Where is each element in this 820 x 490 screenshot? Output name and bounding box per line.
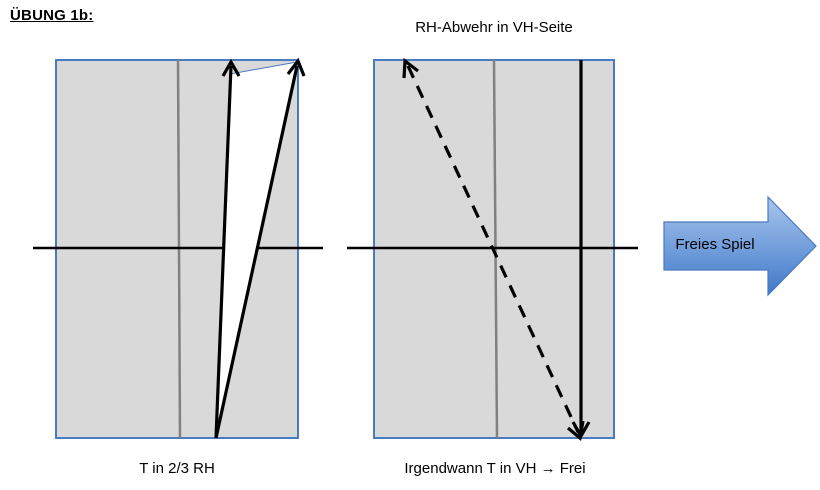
right-panel-bottom-caption: Irgendwann T in VH → Frei	[404, 460, 586, 477]
right-arrow-dashed	[406, 65, 580, 433]
left-arrow-straight	[214, 65, 233, 439]
left-arrow-diagonal-head	[286, 57, 306, 77]
next-step-label: Freies Spiel	[675, 236, 755, 253]
left-arrow-diagonal	[214, 65, 299, 439]
right-arrow-dashed-head-bottom	[566, 420, 585, 441]
left-panel-bottom-caption: T in 2/3 RH	[139, 460, 215, 477]
right-arrow-dashed-head-top	[402, 57, 419, 79]
right-panel-top-caption: RH-Abwehr in VH-Seite	[415, 19, 573, 36]
left-table-diagram	[33, 57, 323, 439]
left-arrow-straight-head	[221, 58, 241, 77]
next-step-arrow-icon	[663, 195, 817, 297]
page-title: ÜBUNG 1b:	[10, 7, 94, 24]
right-table-diagram	[347, 57, 638, 441]
